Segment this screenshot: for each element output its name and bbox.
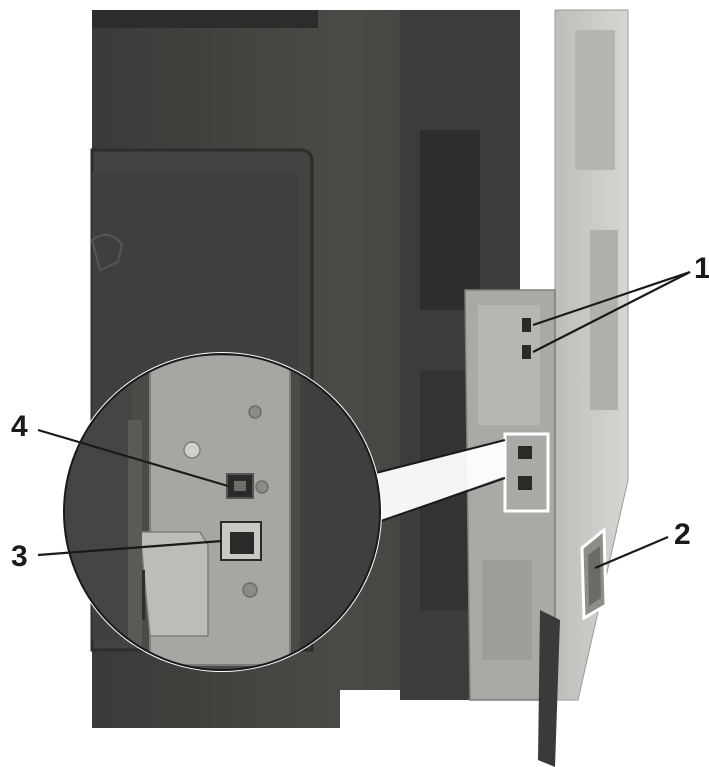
zoom-funnel [371,439,506,523]
controller-board-panel [464,289,560,767]
usb-ports [522,318,531,359]
leader-line-1b [532,271,691,353]
leader-line-1a [532,270,691,327]
printer-side-panel [554,9,629,701]
leader-line-2 [594,535,669,570]
callout-2: 2 [674,518,691,551]
callout-1: 1 [694,252,709,285]
leader-line-3 [37,539,223,557]
leader-line-4 [37,428,229,488]
callout-3: 3 [11,540,28,573]
power-cord-socket [580,526,608,621]
callout-4: 4 [11,410,28,443]
leader-lines [37,270,691,570]
